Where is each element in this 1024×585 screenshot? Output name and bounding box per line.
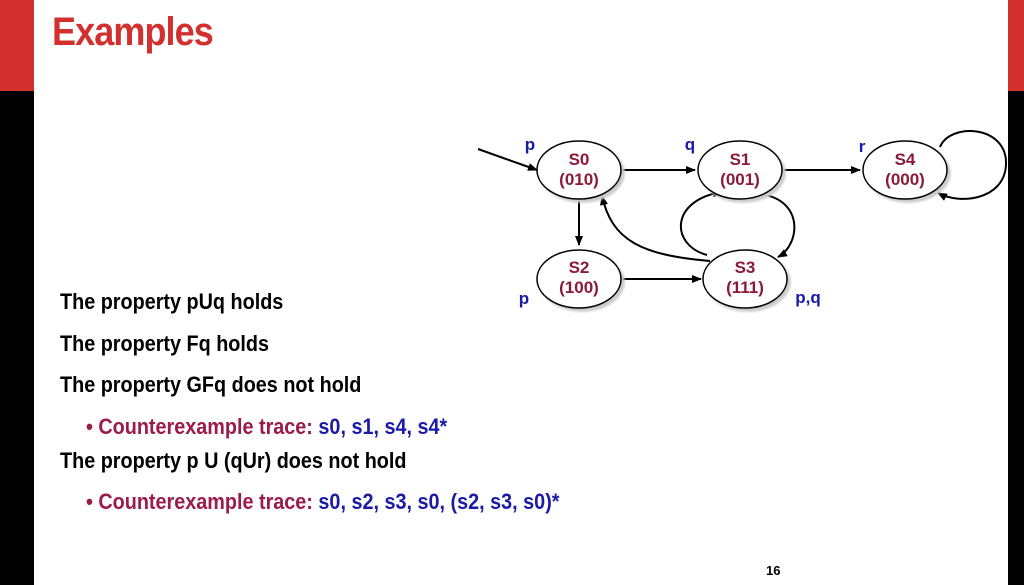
bullet-label: Counterexample trace:	[98, 489, 313, 514]
bullet-dot: •	[86, 489, 93, 514]
initial-arrow	[477, 148, 538, 171]
state-s3: S3 (111)	[702, 249, 788, 309]
self-loop-s4	[937, 129, 1008, 201]
state-s4-name: S4	[895, 150, 916, 169]
bullet-dot: •	[86, 414, 93, 439]
bullet-counterexample-2: •Counterexample trace: s0, s2, s3, s0, (…	[86, 489, 559, 515]
bullet-counterexample-1: •Counterexample trace: s0, s1, s4, s4*	[86, 414, 447, 440]
edge-s1-s3	[759, 193, 796, 258]
bullet-label: Counterexample trace:	[98, 414, 313, 439]
state-s3-name: S3	[735, 258, 756, 277]
state-s1-name: S1	[730, 150, 751, 169]
slide-title: Examples	[52, 10, 214, 54]
state-s4-bits: (000)	[885, 170, 925, 189]
property-line-puqur: The property p U (qUr) does not hold	[60, 448, 407, 473]
state-s0: S0 (010)	[536, 140, 622, 200]
bullet-trace: s0, s1, s4, s4*	[318, 414, 448, 439]
state-s0-bits: (010)	[559, 170, 599, 189]
edge-s3-s0	[600, 195, 711, 262]
state-s2: S2 (100)	[536, 249, 622, 309]
s2-prop-label: p	[519, 289, 529, 308]
state-s1: S1 (001)	[697, 140, 783, 200]
s1-prop-label: q	[685, 135, 695, 154]
edge-s3-s1	[680, 189, 723, 256]
page-number: 16	[766, 563, 781, 578]
property-line-fq: The property Fq holds	[60, 331, 270, 356]
state-s0-name: S0	[569, 150, 590, 169]
bullet-trace: s0, s2, s3, s0, (s2, s3, s0)*	[318, 489, 560, 514]
state-s3-bits: (111)	[726, 278, 764, 297]
state-s2-bits: (100)	[559, 278, 599, 297]
state-s1-bits: (001)	[720, 170, 760, 189]
s0-prop-label: p	[525, 135, 535, 154]
right-red-bar	[1008, 0, 1024, 91]
left-red-bar	[0, 0, 34, 91]
s4-prop-label: r	[859, 137, 866, 156]
property-line-gfq: The property GFq does not hold	[60, 372, 362, 397]
property-line-puq: The property pUq holds	[60, 289, 284, 314]
slide-body	[34, 91, 1008, 585]
s3-prop-label: p,q	[795, 288, 821, 307]
state-s2-name: S2	[569, 258, 590, 277]
state-s4: S4 (000)	[862, 140, 948, 200]
slide-header	[34, 0, 1008, 91]
